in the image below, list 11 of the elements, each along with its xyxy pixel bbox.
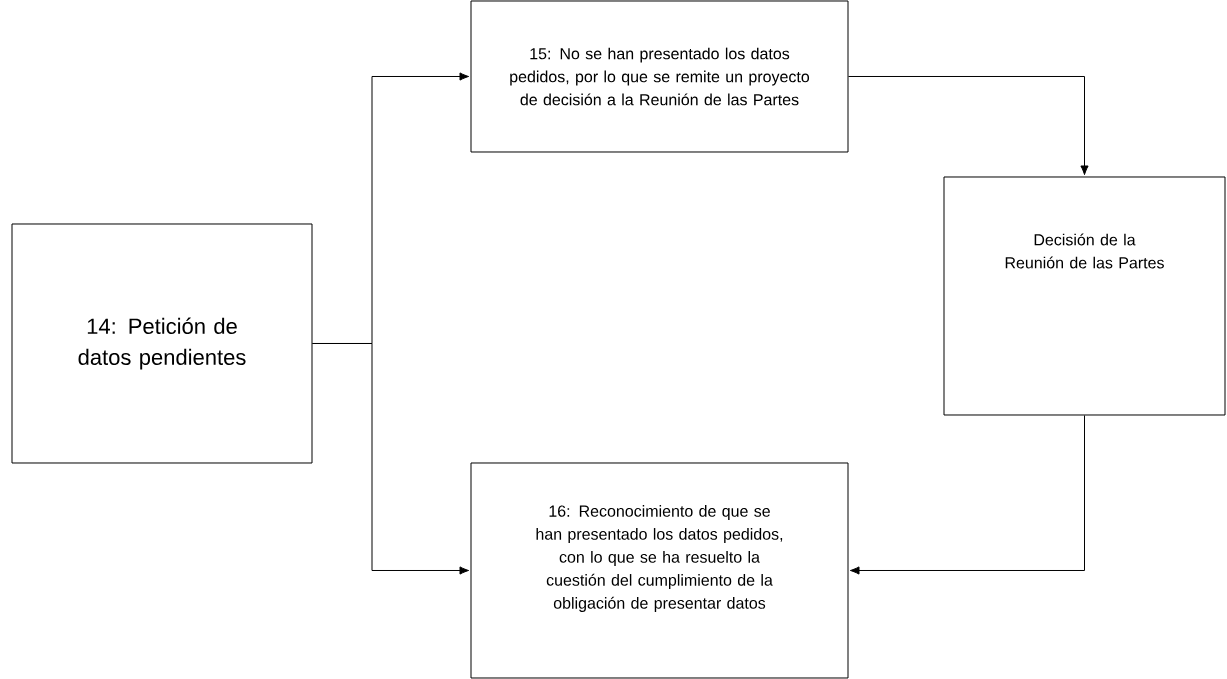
node-label: 15: No se han presentado los datos pedidos, por lo que se remite un proyecto de decisión a la Reunión de las Partes: [510, 47, 810, 106]
node-label: 14: Petición de datos pendientes: [78, 317, 246, 370]
process-box: [470, 0, 849, 153]
process-box: [470, 462, 849, 679]
arrow: [849, 415, 1085, 575]
process-box: [11, 223, 313, 464]
arrow: [848, 76, 1089, 176]
process-box: [943, 176, 1226, 416]
arrow: [312, 343, 470, 575]
node-label: 16: Reconocimiento de que se han presentado los datos pedidos, con lo que se ha resuelto la cuestión del cumplimiento de la obligación de presentar datos: [536, 505, 783, 612]
node-label: Decisión de la Reunión de las Partes: [1005, 233, 1164, 269]
